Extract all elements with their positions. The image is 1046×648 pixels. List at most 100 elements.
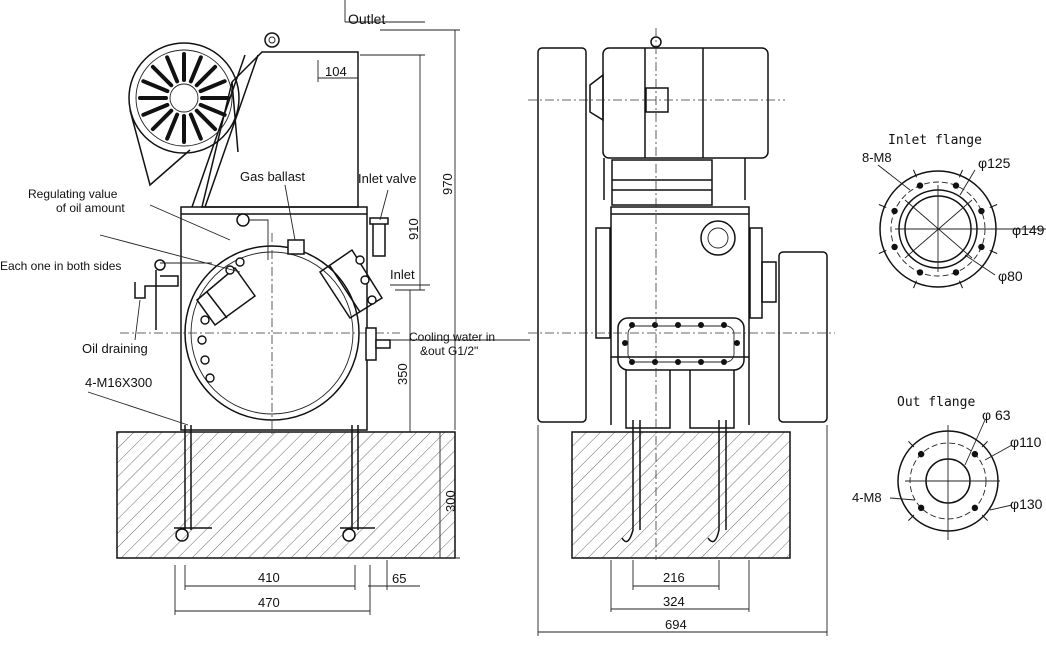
side-flange-studs	[197, 255, 377, 383]
side-leader-lines	[87, 184, 530, 426]
side-view: Outlet Gas ballast Inlet valve Regulatin…	[0, 0, 530, 615]
flange-stud	[355, 255, 365, 265]
inlet-label: Inlet	[390, 267, 415, 282]
outlet-label: Outlet	[348, 11, 385, 27]
fan-slot	[150, 108, 174, 132]
out-flange-bolts	[908, 441, 988, 521]
front-flywheel-right	[778, 251, 828, 423]
inlet-bolt-tick	[913, 280, 918, 289]
front-motor	[602, 47, 769, 159]
inlet-bolt	[916, 269, 924, 276]
out-bolt-tick	[981, 441, 988, 448]
fan-slot	[150, 64, 174, 88]
inlet-flange-d80: φ80	[998, 268, 1023, 284]
inlet-bolt	[952, 269, 960, 276]
inlet-bolt	[952, 182, 960, 189]
dim-216: 216	[663, 570, 685, 585]
window-bolt	[652, 322, 658, 328]
front-feet	[625, 370, 735, 429]
dim-350: 350	[395, 363, 410, 385]
out-bolt-tick	[908, 441, 915, 448]
window-bolt	[698, 322, 704, 328]
cooling-water-fitting	[365, 327, 377, 361]
dim-300: 300	[443, 490, 458, 512]
inlet-bolt-tick	[989, 249, 998, 254]
inlet-valve-label: Inlet valve	[358, 171, 417, 186]
inlet-bolt-tick	[878, 204, 887, 209]
inlet-bolt	[978, 207, 985, 215]
inlet-flange-d149: φ149	[1012, 222, 1045, 238]
outlet-eye	[264, 32, 280, 48]
dim-694: 694	[665, 617, 687, 632]
window-bolt	[721, 359, 727, 365]
out-bolt-tick	[981, 514, 988, 521]
fan-slot	[188, 112, 203, 141]
dim-65: 65	[392, 571, 406, 586]
front-pump-body	[610, 206, 750, 358]
window-bolt	[675, 322, 681, 328]
flange-stud	[367, 295, 377, 305]
out-bolt	[971, 450, 979, 458]
out-flange-view: Out flange φ 63 φ110 4-M8 φ130	[852, 395, 1043, 540]
out-bolt	[917, 450, 925, 458]
fan-slot	[194, 64, 218, 88]
flange-stud	[197, 335, 207, 345]
fan-slot	[165, 55, 180, 84]
dim-324: 324	[663, 594, 685, 609]
side-dimension-lines	[174, 0, 460, 615]
dim-470: 470	[258, 595, 280, 610]
fan-guard	[128, 42, 240, 187]
window-bolt	[652, 359, 658, 365]
inlet-bolt	[891, 207, 898, 215]
window-bolt	[622, 340, 628, 346]
flange-stud	[205, 373, 215, 383]
fan-slot	[188, 55, 203, 84]
out-flange-d110: φ110	[1010, 434, 1042, 450]
fan-slot	[198, 102, 227, 117]
out-bolt	[971, 504, 979, 512]
side-anchor-bolts	[174, 425, 375, 542]
front-window-bolts	[622, 322, 740, 365]
gas-ballast-label: Gas ballast	[240, 169, 305, 184]
front-anchor-bolts	[621, 420, 727, 543]
dim-910: 910	[406, 218, 421, 240]
window-bolt	[721, 322, 727, 328]
inlet-bolt	[916, 182, 924, 189]
window-bolt	[734, 340, 740, 346]
each-one-label: Each one in both sides	[0, 259, 121, 273]
anchor-bolt-label: 4-M16X300	[85, 375, 152, 390]
inlet-flange-view: Inlet flange 8-M8 φ125 φ149 φ80	[862, 133, 1046, 289]
out-flange-bolts-label: 4-M8	[852, 490, 882, 505]
out-flange-d130: φ130	[1010, 496, 1043, 512]
inlet-bolt-tick	[913, 169, 918, 178]
front-dimension-lines	[537, 425, 828, 636]
front-foundation	[571, 431, 791, 559]
dim-104: 104	[325, 64, 347, 79]
front-flywheel-left	[537, 47, 587, 423]
out-flange-d63: φ 63	[982, 407, 1011, 423]
front-inspection-port	[700, 220, 736, 256]
front-view: 216 324 694	[528, 28, 835, 636]
out-flange-title: Out flange	[897, 395, 975, 410]
fan-slot	[165, 112, 180, 141]
gas-ballast-valve	[287, 239, 305, 255]
inlet-valve-body	[372, 221, 386, 257]
flange-stud	[360, 275, 370, 285]
inlet-bolt	[978, 243, 985, 251]
fan-slots	[138, 52, 230, 144]
out-bolt-tick	[908, 514, 915, 521]
oil-drain-tap	[134, 275, 179, 299]
oil-draining-label: Oil draining	[82, 341, 148, 356]
inlet-bolt-tick	[989, 204, 998, 209]
window-bolt	[629, 322, 635, 328]
dim-970: 970	[440, 173, 455, 195]
cooling-water-label-2: &out G1/2"	[420, 344, 478, 358]
regulating-value-label-1: Regulating value	[28, 187, 118, 201]
regulating-value-label-2: of oil amount	[56, 201, 125, 215]
inlet-bolt-tick	[878, 249, 887, 254]
fan-slot	[194, 108, 218, 132]
window-bolt	[675, 359, 681, 365]
flange-stud	[235, 257, 245, 267]
fan-slot	[141, 102, 170, 117]
dim-410: 410	[258, 570, 280, 585]
